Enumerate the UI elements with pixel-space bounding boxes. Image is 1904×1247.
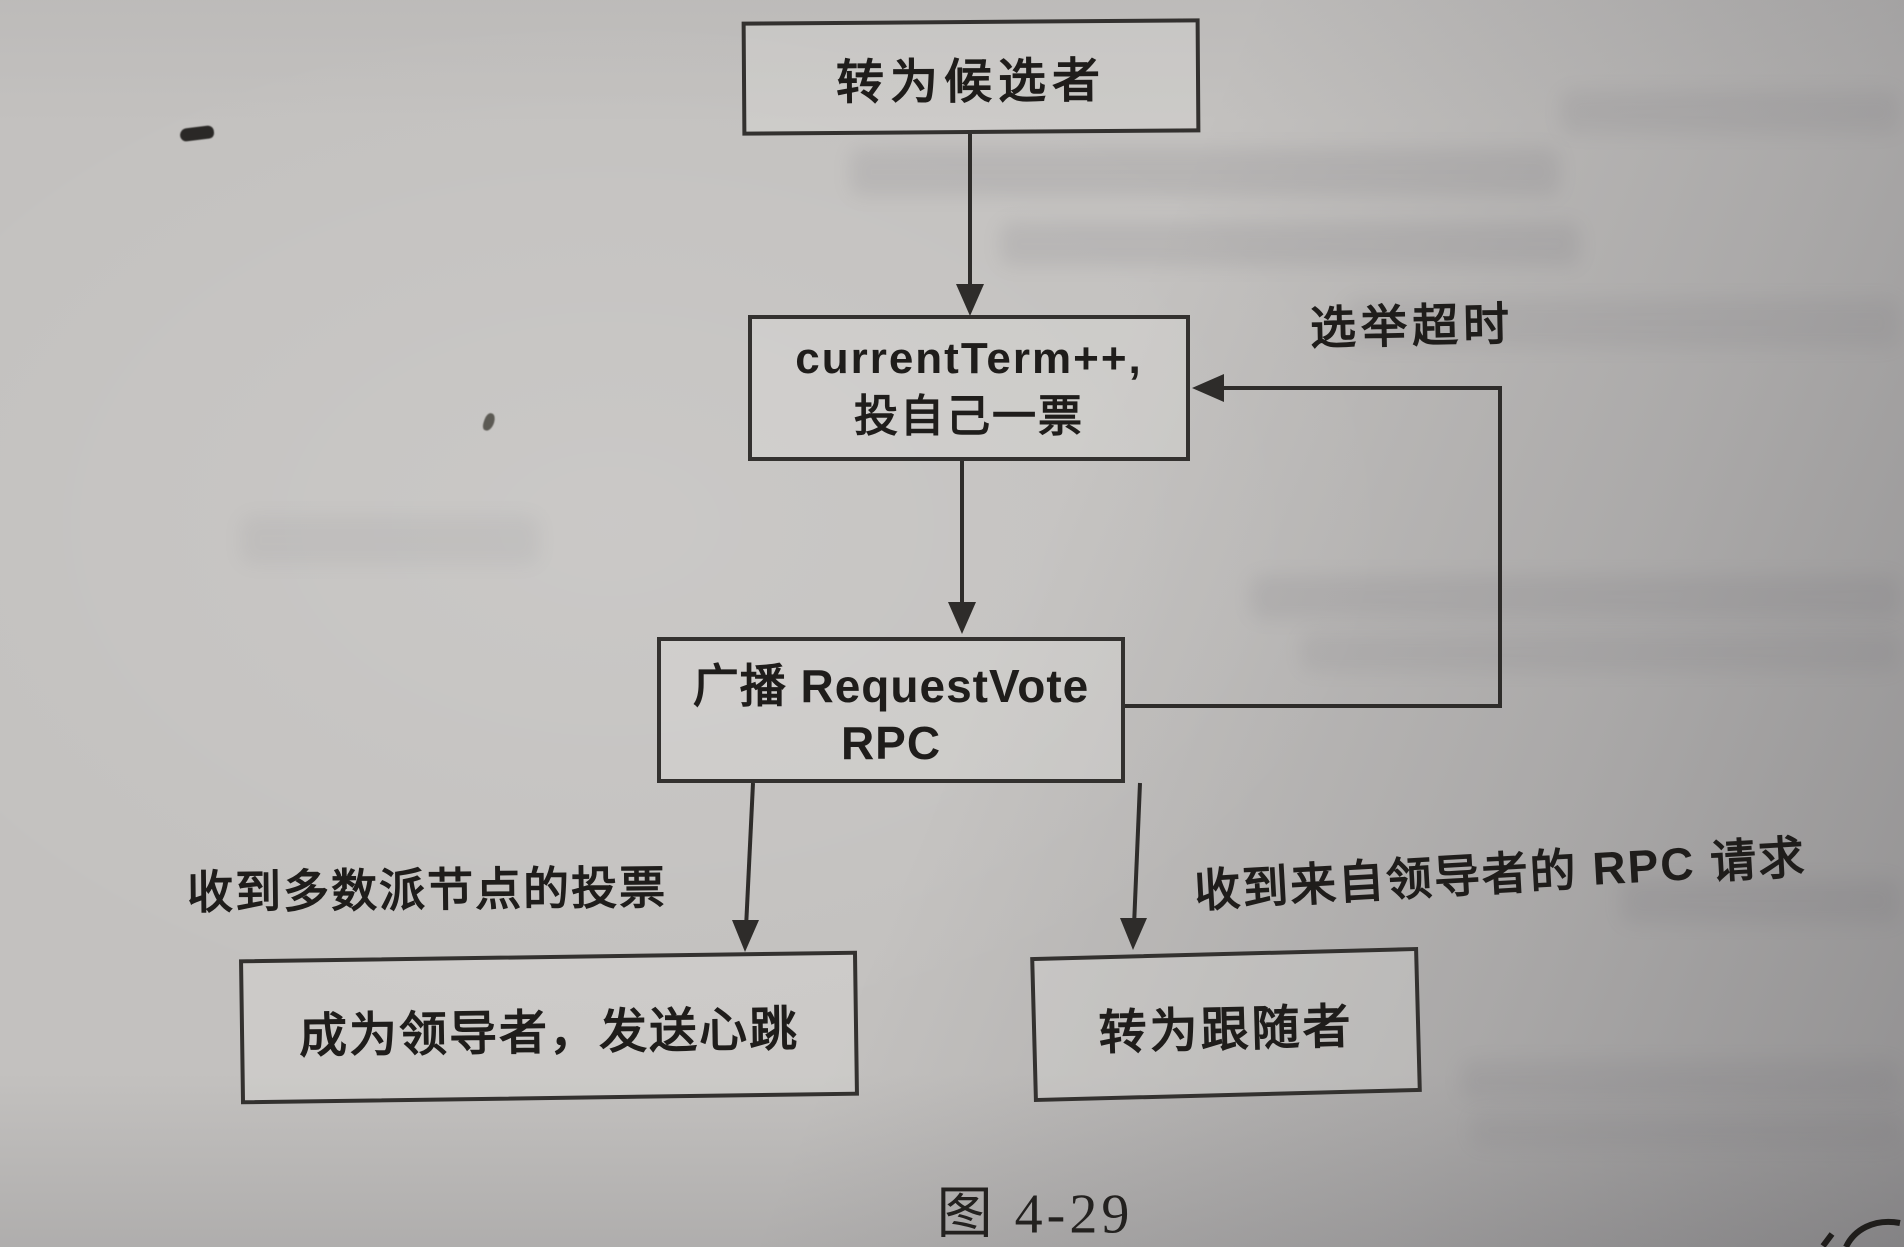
ink-dash-mark — [179, 124, 215, 143]
bleed-through-smudge — [240, 515, 540, 565]
bleed-through-smudge — [1470, 1112, 1900, 1148]
node-label-line2: 投自己一票 — [854, 392, 1084, 441]
node-label-line1: currentTerm++, — [795, 333, 1143, 383]
flowchart-node-become-leader: 成为领导者，发送心跳 — [239, 950, 859, 1105]
arrow-candidate-to-term — [956, 134, 984, 316]
node-label: 广播 RequestVote RPC — [692, 660, 1090, 769]
arrow-broadcast-to-follower — [1120, 782, 1147, 950]
figure-caption: 图 4-29 — [936, 1183, 1134, 1246]
bleed-through-smudge — [1000, 222, 1580, 266]
bleed-through-smudge — [1560, 90, 1900, 134]
bleed-through-smudge — [1300, 632, 1900, 672]
flowchart-node-broadcast-requestvote: 广播 RequestVote RPC — [657, 637, 1125, 783]
flowchart-node-become-candidate: 转为候选者 — [741, 18, 1201, 136]
arrow-term-to-broadcast — [948, 461, 976, 634]
node-label: 转为跟随者 — [1097, 1000, 1355, 1060]
edge-label-majority-votes: 收到多数派节点的投票 — [186, 861, 668, 919]
bleed-through-smudge — [1460, 1060, 1900, 1100]
flowchart-node-become-follower: 转为跟随者 — [1030, 946, 1422, 1103]
ink-speck-mark — [481, 411, 497, 433]
bleed-through-smudge — [850, 148, 1560, 196]
edge-label-leader-rpc-request: 收到来自领导者的 RPC 请求 — [1192, 830, 1808, 918]
node-label: 转为候选者 — [835, 55, 1107, 110]
bleed-through-smudge — [1250, 575, 1900, 619]
node-label: 成为领导者，发送心跳 — [298, 1003, 800, 1063]
page-corner-ink-stroke — [1820, 1218, 1901, 1247]
flowchart-node-increment-term: currentTerm++, 投自己一票 — [748, 315, 1190, 461]
arrow-broadcast-to-leader — [732, 782, 759, 952]
edge-label-election-timeout: 选举超时 — [1309, 297, 1515, 355]
